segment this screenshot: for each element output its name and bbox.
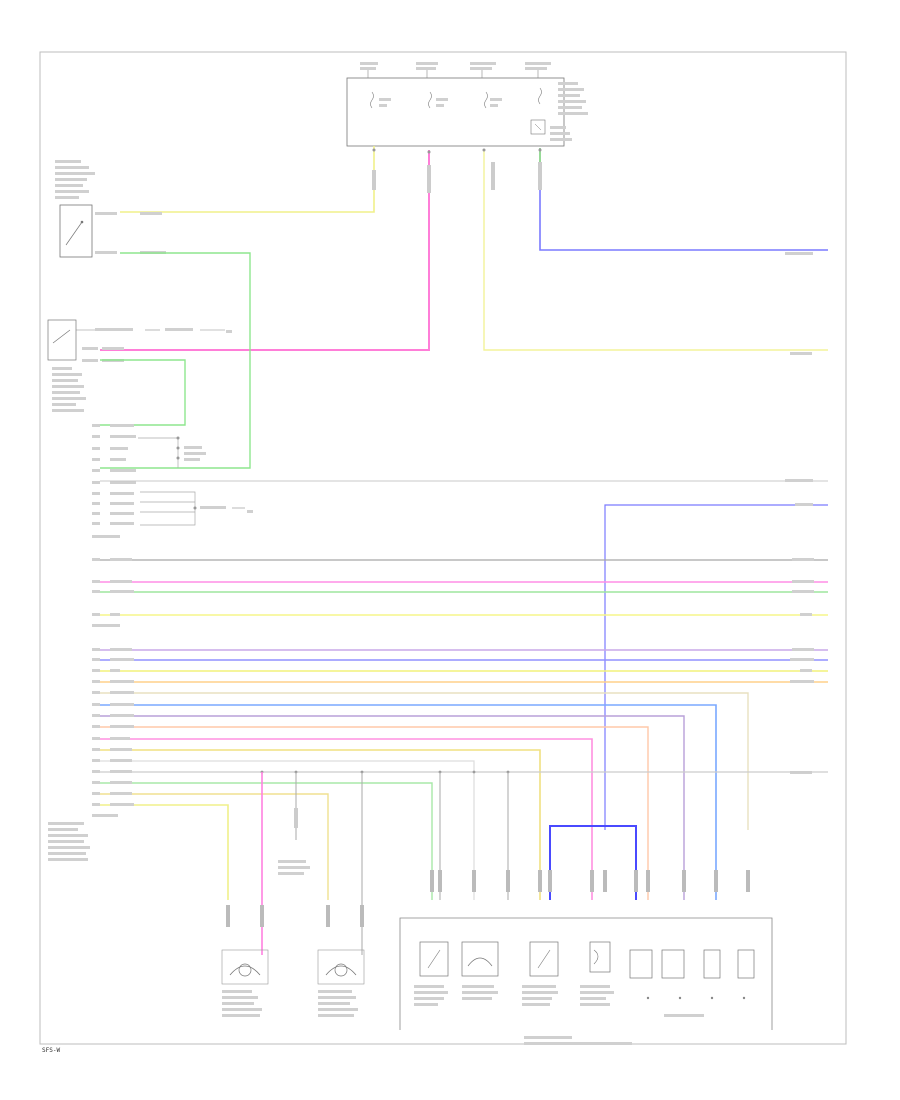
wire-green-switch: [100, 252, 251, 469]
connector-pins-top: [372, 148, 542, 154]
transmission-module: [399, 917, 773, 1030]
sensor-labels-left: [222, 990, 358, 1017]
fuse-box: [346, 70, 565, 147]
module-labels: [414, 985, 704, 1045]
speed-sensor-2: [317, 949, 365, 985]
fuse-symbol: [370, 87, 542, 109]
wire-blue-relay: [539, 170, 828, 251]
wire-code-tags-lower: [226, 870, 750, 927]
speed-sensor-1: [221, 949, 269, 985]
diagram-border: [39, 51, 847, 1045]
relay-symbol: [530, 119, 546, 135]
range-switch: [59, 204, 93, 258]
fuse-labels: [360, 62, 588, 141]
wire-yellow-fuse1: [120, 146, 375, 213]
clutch-switch: [47, 319, 225, 361]
lower-left-labels: [48, 691, 134, 861]
ecm-connector-rows: [92, 424, 136, 538]
wire-blue-long: [604, 504, 828, 830]
right-end-labels: [785, 252, 814, 774]
ground-symbol: [278, 808, 310, 875]
left-start-labels: [92, 558, 134, 683]
wire-yellow-fuse3: [483, 150, 828, 351]
wire-code-tags-top: [372, 162, 542, 193]
ground-cluster: [138, 436, 253, 526]
switch-wire-labels: [95, 212, 166, 254]
wire-green-loop: [100, 359, 186, 426]
page-code: SFS-W: [42, 1047, 60, 1054]
wire-blue-loop: [549, 825, 637, 900]
down-turning-wires: [100, 692, 828, 900]
horizontal-wire-bundle: [100, 559, 828, 683]
wire-pink-fuse2: [100, 150, 430, 351]
range-switch-label: [55, 160, 95, 199]
clutch-switch-labels: [52, 328, 232, 412]
